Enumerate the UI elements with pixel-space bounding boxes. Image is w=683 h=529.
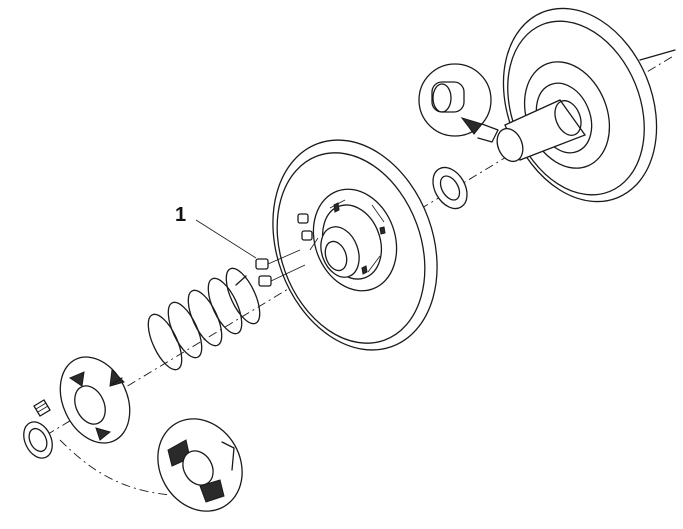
seal-ring — [23, 421, 53, 459]
callout-leader-line — [195, 219, 257, 259]
washer — [432, 166, 468, 210]
detail-inset — [418, 63, 499, 143]
small-screw — [33, 399, 51, 417]
callout-number-1: 1 — [175, 204, 187, 226]
spring-seat — [59, 356, 131, 444]
compression-spring — [147, 267, 261, 371]
fixed-sheave — [502, 7, 676, 203]
sheave-shaft — [496, 99, 587, 163]
movable-sheave — [272, 139, 438, 351]
cam-plate — [157, 418, 243, 512]
weight-rollers — [255, 213, 313, 287]
